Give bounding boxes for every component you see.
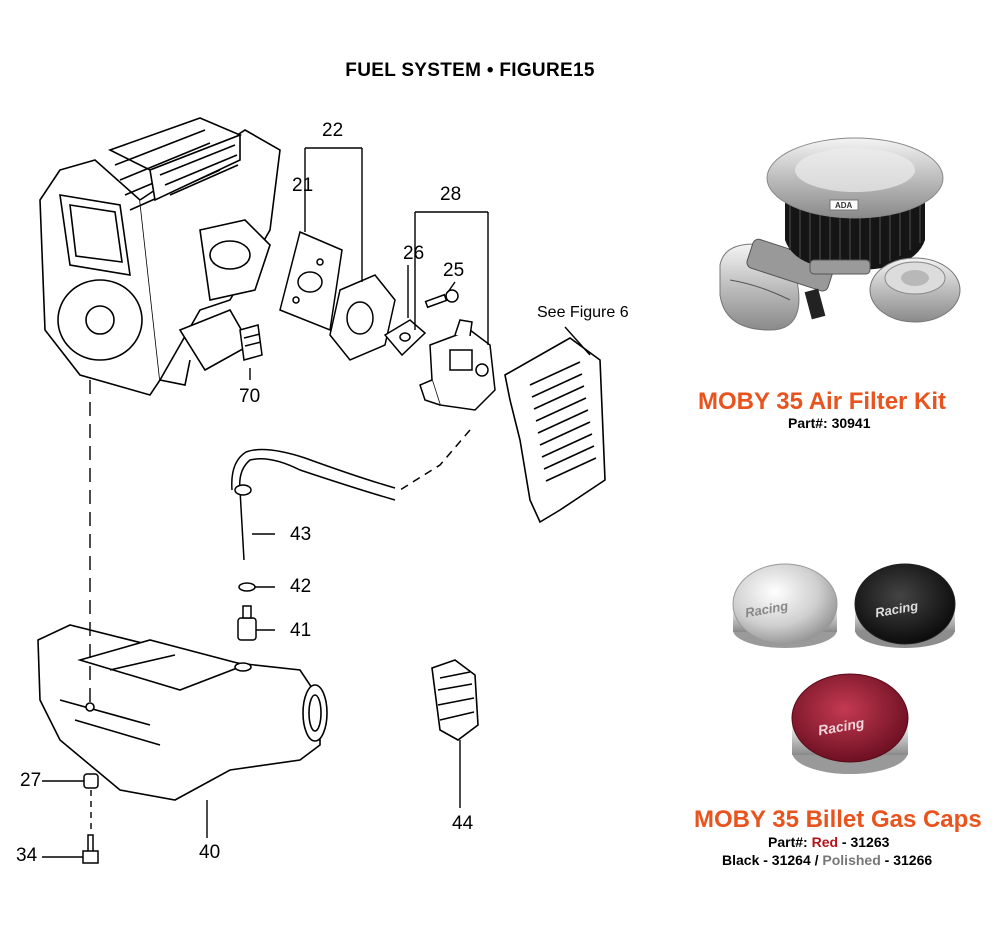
air-filter-title: MOBY 35 Air Filter Kit [698, 388, 947, 415]
gas-caps-red-label: Red [811, 834, 839, 850]
screw-34 [82, 834, 99, 864]
fuel-cap-44 [431, 659, 479, 741]
cap-chrome-logo: Racing [744, 598, 789, 620]
fuel-filter-41 [237, 605, 257, 641]
fuel-line-43 [231, 429, 471, 561]
carburetor-28 [419, 319, 496, 411]
callout-28: 28 [440, 184, 462, 205]
callout-41: 41 [290, 620, 312, 641]
grommet-27 [83, 773, 99, 789]
gas-caps-red-number: - 31263 [838, 834, 890, 850]
o-ring-42 [238, 582, 256, 592]
gas-caps-title: MOBY 35 Billet Gas Caps [694, 806, 982, 833]
callout-25: 25 [443, 260, 465, 281]
gas-caps-part-prefix: Part#: [768, 834, 812, 850]
gasket-26 [383, 319, 427, 357]
callout-70: 70 [239, 386, 261, 407]
callout-21: 21 [292, 175, 314, 196]
air-filter-badge: ADA [835, 201, 853, 210]
air-filter-kit-photo [719, 137, 961, 331]
gas-caps-polished-label: Polished [822, 852, 881, 868]
cap-black-logo: Racing [874, 598, 919, 620]
gasket-21 [279, 230, 343, 332]
callout-42: 42 [290, 576, 312, 597]
air-filter-part: Part#: 30941 [788, 415, 871, 431]
figure-title: FUEL SYSTEM • FIGURE15 [345, 60, 595, 81]
gas-caps-polished-number: - 31266 [880, 852, 933, 868]
callout-43: 43 [290, 524, 312, 545]
screw-25 [424, 289, 459, 309]
callout-44: 44 [452, 813, 474, 834]
callout-34: 34 [16, 845, 38, 866]
insulator-22 [329, 274, 396, 361]
gas-caps-black: Black - 31264 / [722, 852, 823, 868]
callout-40: 40 [199, 842, 221, 863]
gas-caps-part-line1: Part#: Red - 31263 [768, 834, 889, 850]
engine-block [39, 117, 281, 396]
grommet-70 [239, 324, 263, 361]
leader-lines [42, 147, 591, 858]
callout-27: 27 [20, 770, 42, 791]
callout-22: 22 [322, 120, 344, 141]
see-figure-note: See Figure 6 [537, 304, 629, 321]
air-cleaner-cover [504, 337, 606, 524]
gas-caps-photo [732, 563, 956, 774]
fuel-tank-40 [37, 624, 328, 801]
gas-caps-part-line2: Black - 31264 / Polished - 31266 [722, 852, 932, 868]
callout-26: 26 [403, 243, 425, 264]
